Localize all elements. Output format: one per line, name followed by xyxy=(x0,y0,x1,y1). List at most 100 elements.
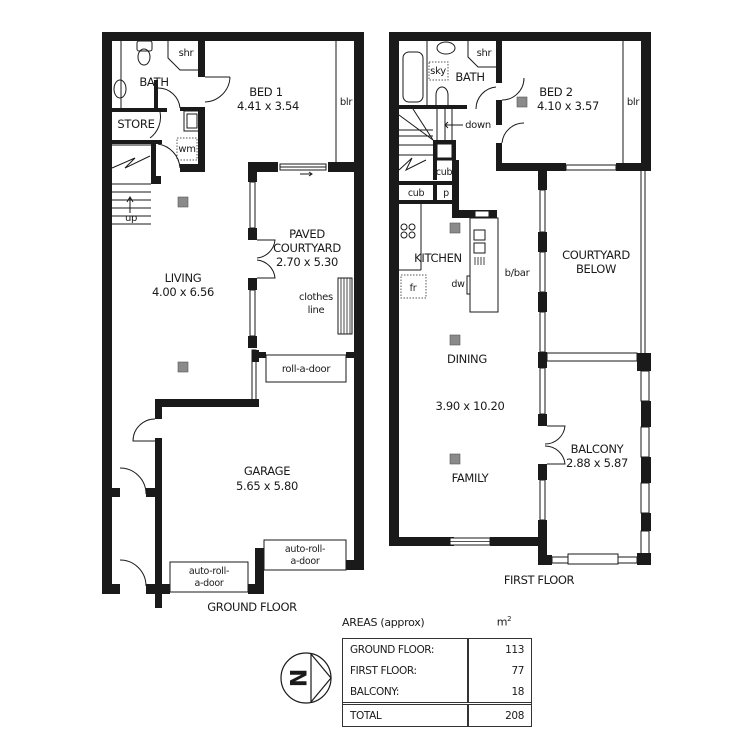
ff-south-wall-a xyxy=(389,537,454,546)
ff-north-wall xyxy=(389,32,651,41)
vent-icon xyxy=(449,222,461,234)
roll-a-door xyxy=(265,354,347,383)
areas-title: AREAS (approx) xyxy=(342,616,425,629)
laundry-south-wall xyxy=(180,164,205,172)
gf-east-wall xyxy=(354,160,364,570)
courtyard-label-1: PAVED xyxy=(289,227,325,241)
areas-header: AREAS (approx) m2 xyxy=(342,609,532,629)
clothes-line-label-1: clothes xyxy=(299,292,333,303)
vent-icon xyxy=(449,334,461,346)
cupboard-2-label: cub xyxy=(408,188,425,199)
areas-row: GROUND FLOOR: 113 xyxy=(343,639,531,660)
ff-bath-label: BATH xyxy=(455,70,484,84)
auto-door-1-label-1: auto-roll- xyxy=(189,566,229,577)
bed2-south-wall-b xyxy=(616,163,651,171)
areas-row: BALCONY: 18 xyxy=(343,681,531,702)
north-arrow-icon: N xyxy=(280,652,332,704)
areas-total-value: 208 xyxy=(505,709,524,722)
cupboard-1-label: cub xyxy=(436,167,453,178)
balcony-name: BALCONY xyxy=(571,442,625,456)
bed2-robe-label: blr xyxy=(627,97,641,108)
wm-label: wm xyxy=(178,144,195,155)
bed1-robe-label: blr xyxy=(340,97,354,108)
ff-shower-label: shr xyxy=(477,48,493,59)
bed2-west-wall-upper xyxy=(496,41,502,83)
garage-size: 5.65 x 5.80 xyxy=(236,479,298,493)
courtyard-below-label-2: BELOW xyxy=(576,262,616,276)
areas-row-value: 77 xyxy=(511,664,524,677)
ff-bath-south-wall xyxy=(399,105,467,109)
bed2-south-wall-a xyxy=(496,163,556,171)
ground-floor-title: GROUND FLOOR xyxy=(207,600,297,614)
skylight xyxy=(428,61,449,81)
bed1-west-wall xyxy=(198,110,205,170)
dishwasher-label: dw xyxy=(451,279,465,290)
bed2-name: BED 2 xyxy=(539,85,572,99)
fridge-space xyxy=(400,274,427,299)
courtyard-below-label-1: COURTYARD xyxy=(562,248,630,262)
dining-family-size: 3.90 x 10.20 xyxy=(435,399,504,413)
family-label: FAMILY xyxy=(452,471,490,485)
courtyard-size: 2.70 x 5.30 xyxy=(276,255,338,269)
pantry-label: p xyxy=(443,188,449,199)
store-south-wall xyxy=(112,140,162,144)
bed1-south-wall-b xyxy=(328,162,364,172)
gf-east-wall-upper xyxy=(354,32,364,167)
areas-row-value: 113 xyxy=(505,643,524,656)
areas-row: FIRST FLOOR: 77 xyxy=(343,660,531,681)
fridge-label: fr xyxy=(410,283,417,294)
stairs xyxy=(111,144,151,225)
auto-roll-a-door-2 xyxy=(263,539,347,571)
courtyard-label-2: COURTYARD xyxy=(273,241,341,255)
skylight-label: sky xyxy=(430,66,446,77)
stairs-down-label: down xyxy=(465,120,491,131)
first-floor-title: FIRST FLOOR xyxy=(504,573,575,587)
vent-icon xyxy=(177,361,189,373)
auto-roll-a-door-1 xyxy=(169,561,249,593)
auto-door-2-label-1: auto-roll- xyxy=(285,544,325,555)
store-label: STORE xyxy=(117,117,154,131)
bed1-south-wall-a xyxy=(248,162,278,172)
breakfast-bar xyxy=(469,217,499,313)
breakfast-bar-label: b/bar xyxy=(505,268,531,279)
bed1-west-wall-upper xyxy=(198,41,205,77)
ff-east-wall-upper xyxy=(641,32,651,170)
areas-row-label: FIRST FLOOR: xyxy=(343,660,469,681)
areas-row-label: BALCONY: xyxy=(343,681,469,702)
gf-shower-label: shr xyxy=(179,48,195,59)
auto-door-1-label-2: a-door xyxy=(194,578,223,589)
roll-a-door-label: roll-a-door xyxy=(282,364,331,375)
ff-west-wall xyxy=(389,32,399,546)
bed1-name: BED 1 xyxy=(249,85,282,99)
auto-door-2-label-2: a-door xyxy=(290,556,319,567)
areas-total-row: TOTAL 208 xyxy=(343,702,531,726)
areas-row-label: GROUND FLOOR: xyxy=(343,639,469,660)
clothes-line-label-2: line xyxy=(308,305,325,316)
ff-south-wall-b xyxy=(490,537,546,546)
stairs-down xyxy=(398,108,463,218)
areas-box: GROUND FLOOR: 113 FIRST FLOOR: 77 BALCON… xyxy=(342,638,532,727)
bed1-size: 4.41 x 3.54 xyxy=(237,99,299,113)
gf-west-wall xyxy=(102,32,112,594)
garage-north-wall xyxy=(155,399,259,407)
dining-label: DINING xyxy=(447,352,487,366)
living-name: LIVING xyxy=(165,271,202,285)
garage-name: GARAGE xyxy=(244,464,290,478)
balcony-size: 2.88 x 5.87 xyxy=(566,456,628,470)
areas-unit: m2 xyxy=(496,615,512,629)
gf-bath-label: BATH xyxy=(139,75,168,89)
areas-table: AREAS (approx) m2 GROUND FLOOR: 113 FIRS… xyxy=(342,609,532,727)
first-floor-plan: sky BATH shr BED 2 4.10 x 3.57 blr down … xyxy=(389,32,651,587)
vent-icon xyxy=(516,96,528,108)
bath-south-wall xyxy=(112,108,167,112)
areas-row-value: 18 xyxy=(511,685,524,698)
areas-total-label: TOTAL xyxy=(343,705,469,726)
stair-east-wall xyxy=(151,140,156,184)
bed2-size: 4.10 x 3.57 xyxy=(537,99,599,113)
ground-floor-plan: shr BATH STORE wm BED 1 4.41 x 3.54 blr … xyxy=(102,32,364,614)
compass-letter: N xyxy=(284,669,309,687)
kitchen-label: KITCHEN xyxy=(414,251,462,265)
vent-icon xyxy=(449,453,461,465)
gf-north-wall xyxy=(102,32,364,41)
